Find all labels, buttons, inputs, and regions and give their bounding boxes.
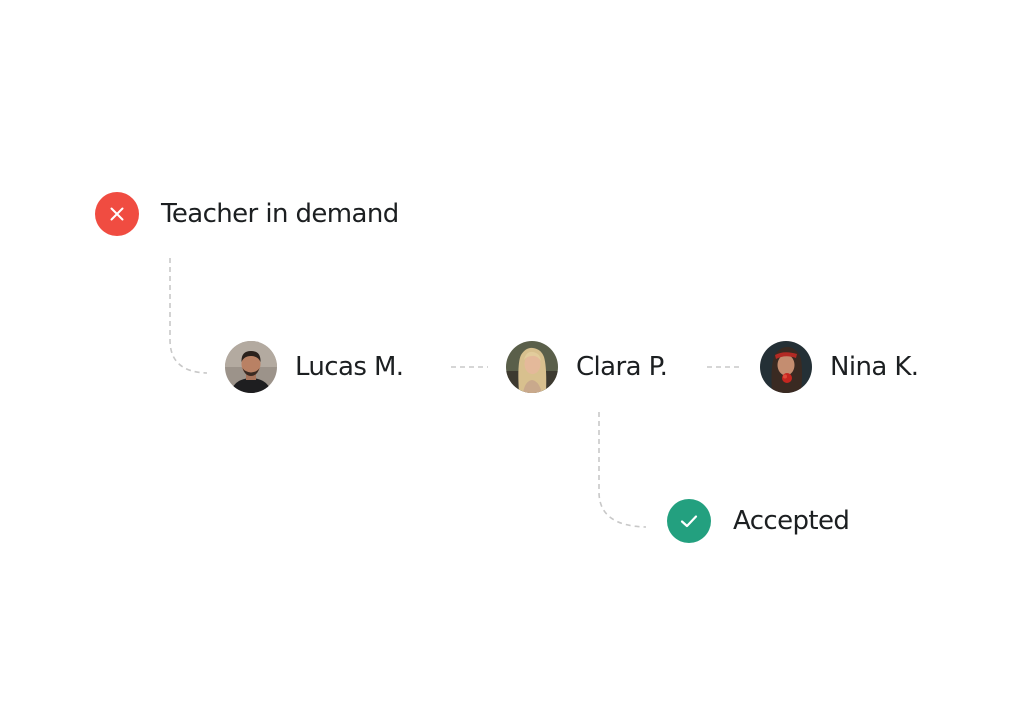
person-name-lucas: Lucas M. xyxy=(295,352,404,382)
connector-rejected-to-lucas xyxy=(169,258,208,374)
person-clara: Clara P. xyxy=(506,341,668,393)
person-name-nina: Nina K. xyxy=(830,352,919,382)
rejected-status-label: Teacher in demand xyxy=(161,199,399,229)
avatar-lucas xyxy=(225,341,277,393)
avatar-clara xyxy=(506,341,558,393)
rejected-status: Teacher in demand xyxy=(95,192,399,236)
check-icon xyxy=(667,499,711,543)
accepted-status-label: Accepted xyxy=(733,506,850,536)
avatar-nina xyxy=(760,341,812,393)
accepted-status: Accepted xyxy=(667,499,850,543)
connector-clara-to-accepted xyxy=(598,412,647,528)
person-nina: Nina K. xyxy=(760,341,919,393)
close-icon xyxy=(95,192,139,236)
person-lucas: Lucas M. xyxy=(225,341,404,393)
person-name-clara: Clara P. xyxy=(576,352,668,382)
